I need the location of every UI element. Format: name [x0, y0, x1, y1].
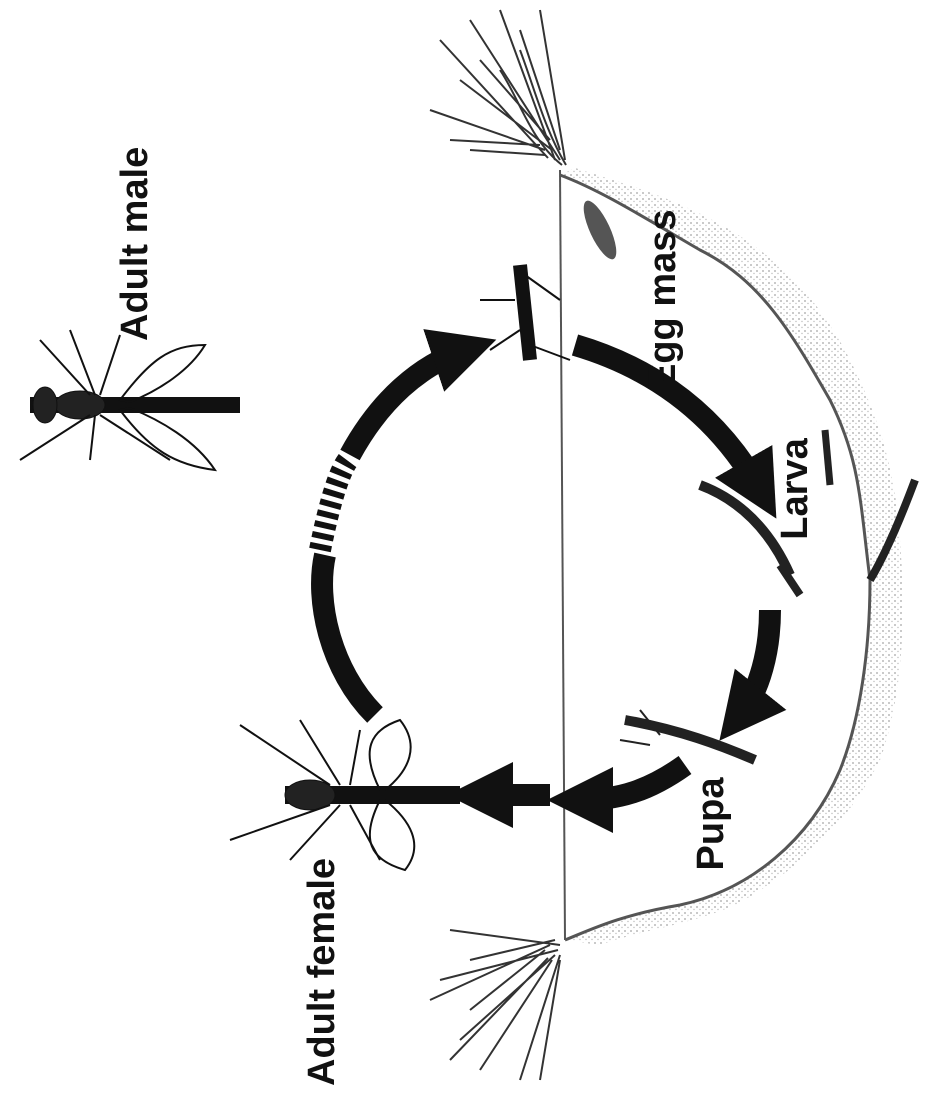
arrow-dashed-segment: [320, 460, 348, 550]
egg-mass-icon: [577, 197, 622, 263]
pupa-icon: [620, 710, 755, 760]
emerging-mosquito-icon: [480, 265, 570, 360]
life-cycle-arrows: [320, 345, 770, 800]
water-surface-line: [560, 170, 565, 940]
grass-tuft-icon: [430, 10, 566, 165]
label-larva: Larva: [776, 434, 814, 544]
label-adult-female: Adult female: [303, 876, 341, 1086]
label-egg-mass: Egg mass: [644, 229, 682, 389]
arrow-larva-to-pupa: [740, 610, 770, 715]
adult-female-mosquito-icon: [230, 720, 460, 870]
adult-male-mosquito-icon: [20, 330, 240, 470]
label-pupa: Pupa: [692, 774, 730, 874]
arrow-pupa-to-surface: [580, 765, 685, 800]
arrow-female-to-male: [322, 555, 375, 715]
arrow-male-to-egg: [350, 350, 465, 455]
grass-tuft-icon: [430, 930, 560, 1080]
label-adult-male: Adult male: [116, 151, 154, 341]
